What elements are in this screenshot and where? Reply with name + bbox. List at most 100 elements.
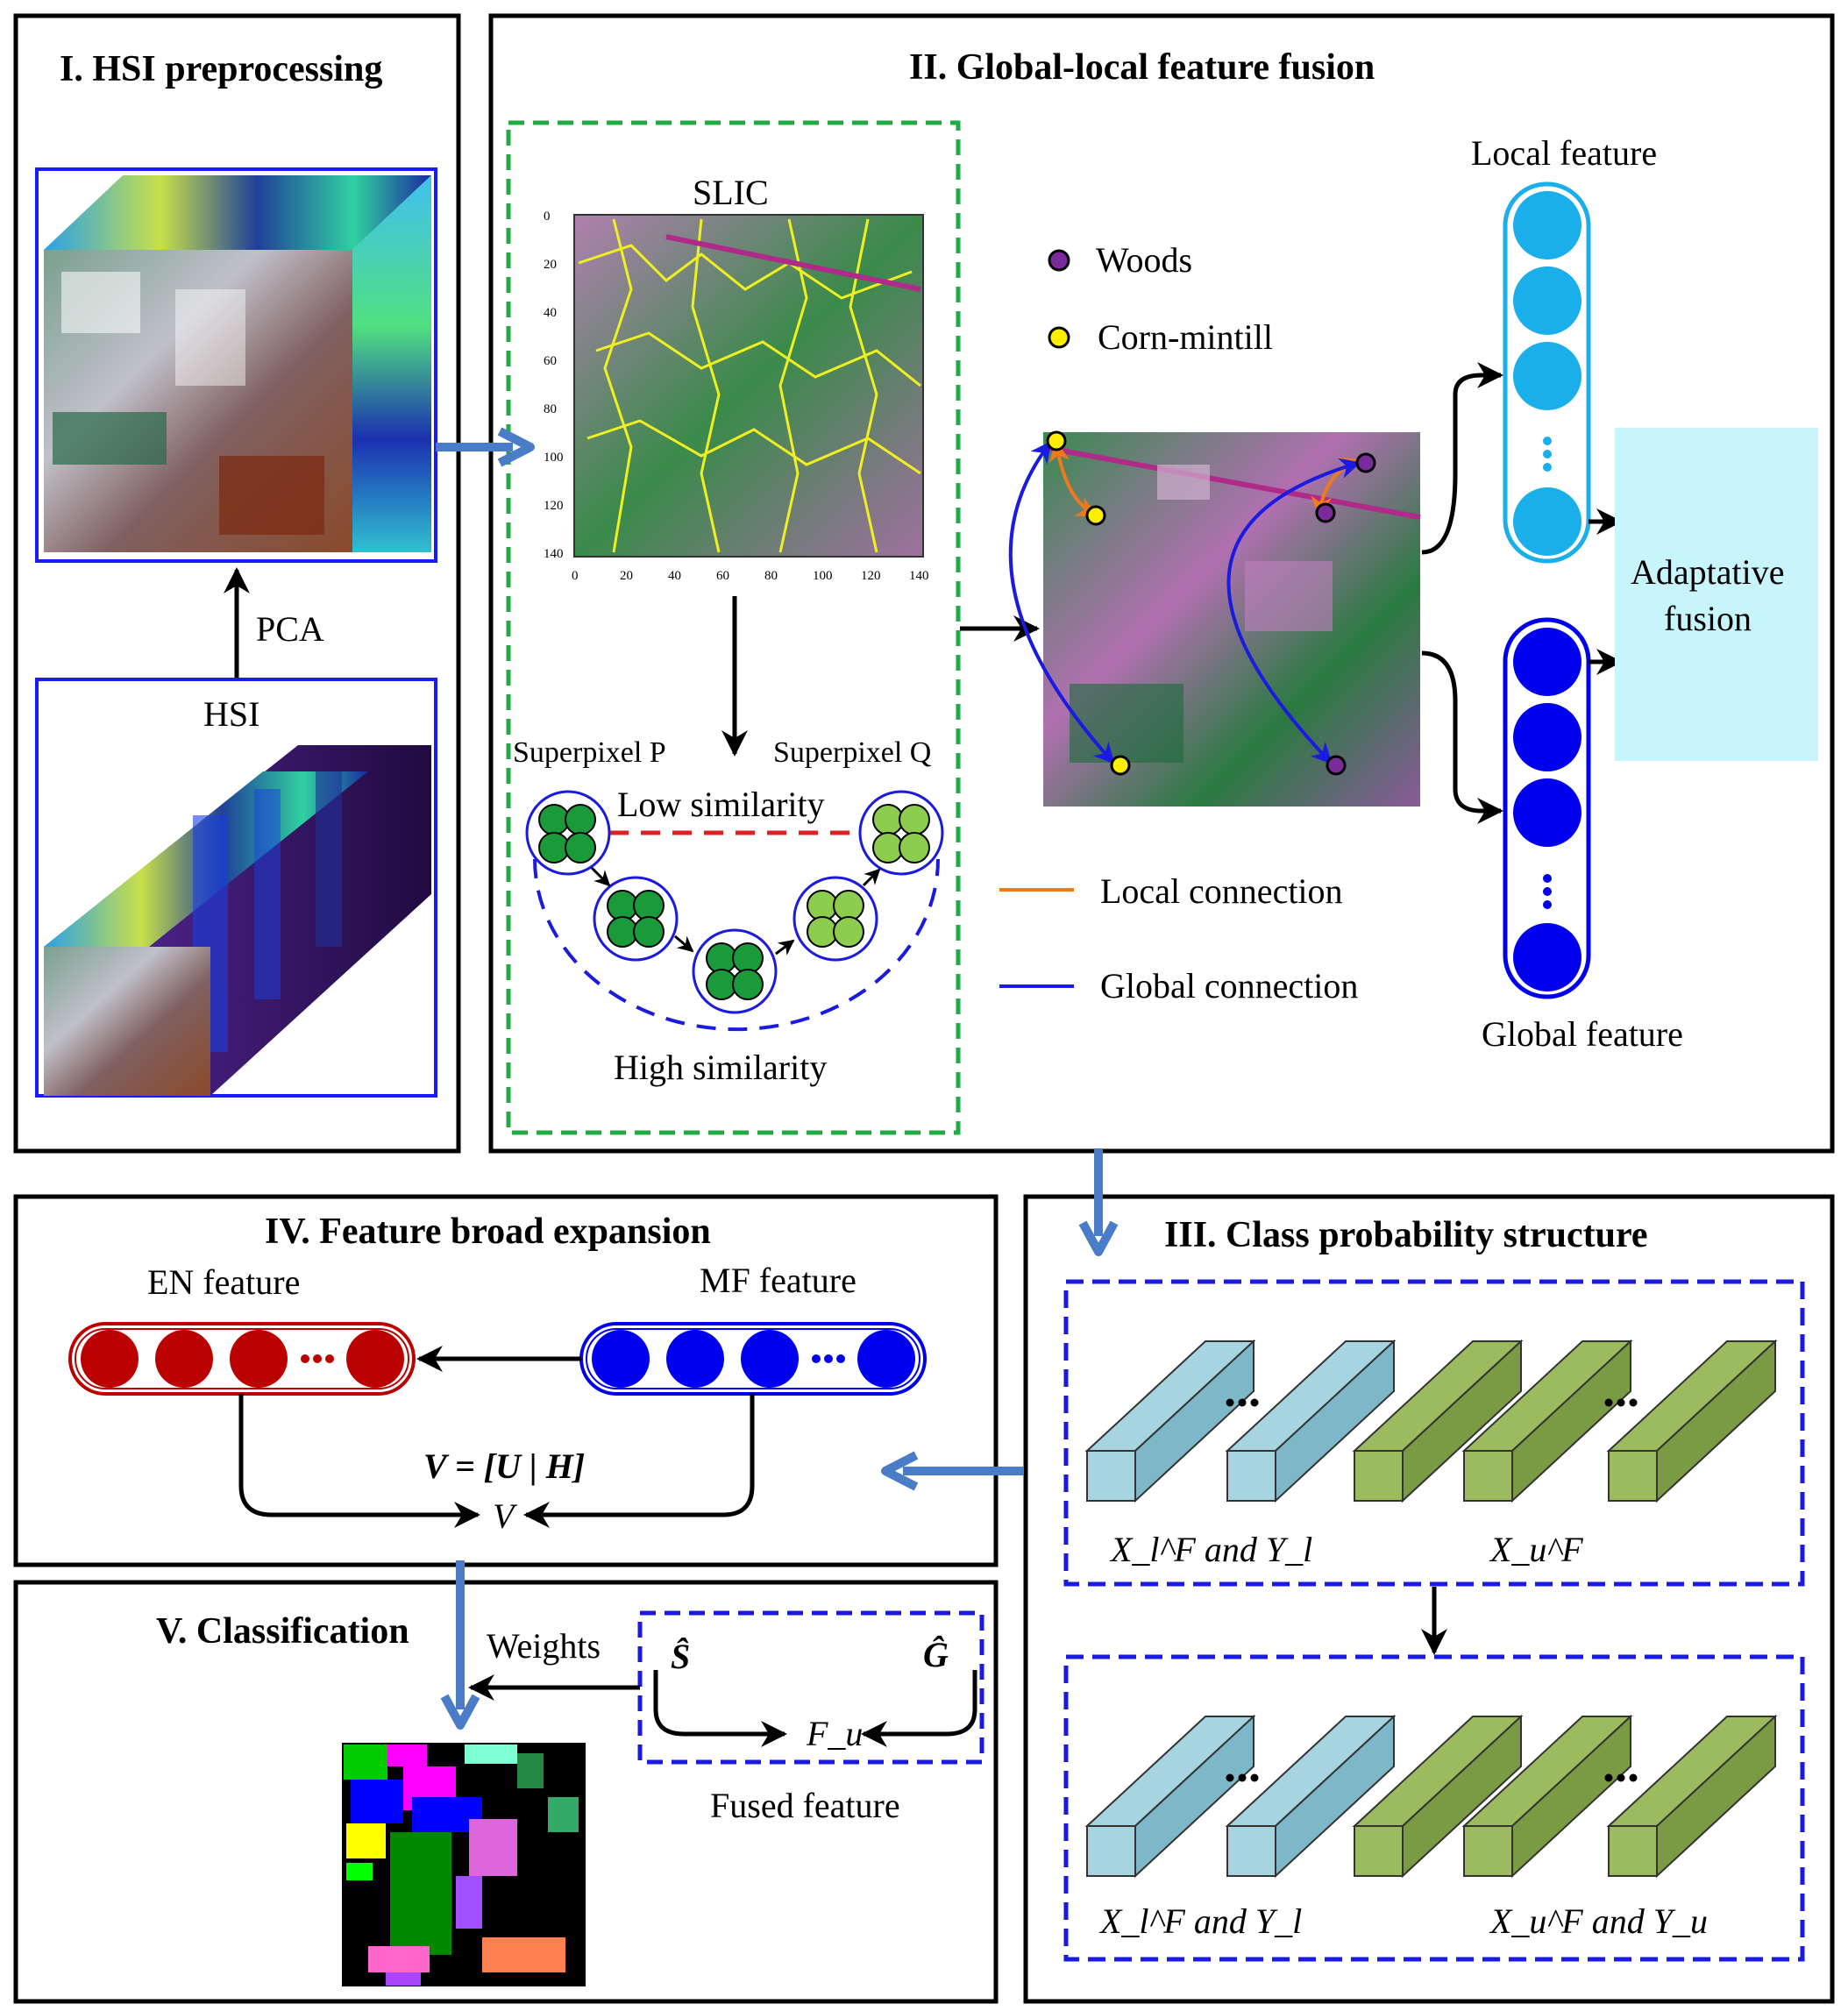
classprob-bottom-left-label: X_l^F and Y_l bbox=[1100, 1901, 1303, 1941]
panel-classprob-title: III. Class probability structure bbox=[1164, 1215, 1648, 1255]
ellipsis-dot bbox=[1617, 1773, 1625, 1782]
feature-cuboid bbox=[1084, 1714, 1256, 1879]
feature-cuboid bbox=[1606, 1714, 1778, 1879]
slic-dashed-box bbox=[506, 120, 961, 1135]
map-to-global-arrow bbox=[1421, 650, 1503, 824]
slic-y-tick: 60 bbox=[544, 354, 557, 368]
panel-broad-frame bbox=[13, 1194, 999, 1567]
legend-woods-label: Woods bbox=[1096, 240, 1193, 280]
classprob-top-left-label: X_l^F and Y_l bbox=[1111, 1530, 1313, 1569]
panel-broad-title: IV. Feature broad expansion bbox=[265, 1212, 711, 1252]
feature-cuboid bbox=[1084, 1339, 1256, 1503]
pca-cube bbox=[35, 167, 437, 563]
slic-x-tick: 80 bbox=[764, 569, 778, 583]
adaptive-fusion-label-1: Adaptative bbox=[1631, 552, 1785, 592]
panel-classification-frame bbox=[13, 1580, 999, 2004]
mf-feature-label: MF feature bbox=[700, 1261, 856, 1300]
s-to-fu-arrow bbox=[653, 1670, 787, 1747]
g-hat-label: Ĝ bbox=[923, 1635, 949, 1674]
v-label: V bbox=[493, 1496, 515, 1536]
local-feature-label: Local feature bbox=[1471, 133, 1658, 173]
blue-arrow-iii-to-iv bbox=[881, 1451, 1024, 1491]
legend-corn-marker bbox=[1048, 326, 1070, 349]
legend-woods-marker bbox=[1048, 249, 1070, 272]
ellipsis-dot bbox=[1617, 1398, 1625, 1407]
adaptive-fusion-label-2: fusion bbox=[1664, 599, 1752, 638]
slic-x-tick: 40 bbox=[668, 569, 681, 583]
slic-x-tick: 60 bbox=[716, 569, 729, 583]
local-feature-vector bbox=[1503, 181, 1591, 564]
slic-y-tick: 0 bbox=[544, 210, 551, 224]
slic-x-tick: 20 bbox=[620, 569, 633, 583]
classprob-bottom-dashed-box bbox=[1063, 1654, 1805, 1962]
feature-cuboid bbox=[1461, 1339, 1633, 1503]
feature-cuboid bbox=[1461, 1714, 1633, 1879]
adaptive-fusion-box bbox=[1615, 428, 1818, 761]
map-to-local-arrow bbox=[1421, 362, 1503, 555]
legend-global-label: Global connection bbox=[1100, 966, 1359, 1006]
global-feature-vector bbox=[1503, 617, 1591, 999]
slic-y-tick: 120 bbox=[544, 499, 564, 513]
feature-cuboid bbox=[1225, 1339, 1397, 1503]
hsi-label: HSI bbox=[203, 694, 260, 734]
blue-arrow-i-to-ii bbox=[436, 427, 535, 467]
panel-preprocessing-title: I. HSI preprocessing bbox=[60, 49, 383, 89]
ellipsis-dot bbox=[1250, 1398, 1259, 1407]
ellipsis-dot bbox=[1604, 1773, 1613, 1782]
ellipsis-dot bbox=[1238, 1773, 1247, 1782]
equation-label: V = [U | H] bbox=[423, 1446, 586, 1486]
slic-y-tick: 20 bbox=[544, 258, 557, 272]
classification-map bbox=[342, 1743, 586, 1986]
hsi-cube bbox=[35, 678, 437, 1098]
global-feature-label: Global feature bbox=[1482, 1014, 1683, 1054]
feature-cuboid bbox=[1352, 1714, 1524, 1879]
legend-local-label: Local connection bbox=[1100, 871, 1343, 911]
superpixel-p-label: Superpixel P bbox=[513, 736, 666, 769]
en-to-v-arrow bbox=[238, 1394, 480, 1528]
graph-map bbox=[1008, 430, 1421, 807]
legend-corn-label: Corn-mintill bbox=[1098, 317, 1273, 357]
low-similarity-label: Low similarity bbox=[617, 785, 825, 824]
panel-preprocessing-frame bbox=[13, 13, 461, 1154]
classprob-top-dashed-box bbox=[1063, 1279, 1805, 1587]
g-to-fu-arrow bbox=[861, 1670, 977, 1747]
slic-y-tick: 80 bbox=[544, 402, 557, 416]
blue-arrow-ii-to-iii bbox=[1078, 1148, 1119, 1256]
ellipsis-dot bbox=[1226, 1773, 1234, 1782]
fu-label: F_u bbox=[807, 1714, 864, 1753]
s-hat-label: Ŝ bbox=[671, 1637, 691, 1676]
high-similarity-label: High similarity bbox=[614, 1048, 828, 1087]
ellipsis-dot bbox=[1604, 1398, 1613, 1407]
superpixel-chain bbox=[525, 790, 944, 1032]
panel-classprob-frame bbox=[1023, 1194, 1835, 2004]
feature-cuboid bbox=[1225, 1714, 1397, 1879]
ellipsis-dot bbox=[1629, 1773, 1638, 1782]
slic-x-tick: 140 bbox=[909, 569, 929, 583]
en-feature-vector bbox=[68, 1322, 416, 1396]
panel-fusion-title: II. Global-local feature fusion bbox=[909, 47, 1375, 88]
slic-label: SLIC bbox=[693, 173, 769, 212]
feature-cuboid bbox=[1606, 1339, 1778, 1503]
slic-x-tick: 100 bbox=[813, 569, 833, 583]
panel-fusion-frame bbox=[488, 13, 1835, 1154]
slic-y-tick: 100 bbox=[544, 451, 564, 465]
ellipsis-dot bbox=[1629, 1398, 1638, 1407]
superpixel-q-label: Superpixel Q bbox=[773, 736, 932, 769]
pca-label: PCA bbox=[256, 609, 324, 649]
blue-arrow-iv-to-v bbox=[440, 1560, 480, 1730]
fused-feature-label: Fused feature bbox=[710, 1786, 900, 1825]
slic-y-tick: 140 bbox=[544, 547, 564, 561]
mf-to-v-arrow bbox=[523, 1394, 755, 1528]
ellipsis-dot bbox=[1250, 1773, 1259, 1782]
panel-classification-title: V. Classification bbox=[156, 1611, 409, 1652]
classprob-top-right-label: X_u^F bbox=[1490, 1530, 1583, 1569]
cuboids-layer bbox=[1084, 1339, 1778, 1879]
classprob-bottom-right-label: X_u^F and Y_u bbox=[1490, 1901, 1708, 1941]
slic-plot bbox=[573, 214, 924, 558]
slic-x-tick: 0 bbox=[572, 569, 579, 583]
feature-cuboid bbox=[1352, 1339, 1524, 1503]
en-feature-label: EN feature bbox=[147, 1262, 301, 1302]
ellipsis-dot bbox=[1238, 1398, 1247, 1407]
slic-y-tick: 40 bbox=[544, 306, 557, 320]
